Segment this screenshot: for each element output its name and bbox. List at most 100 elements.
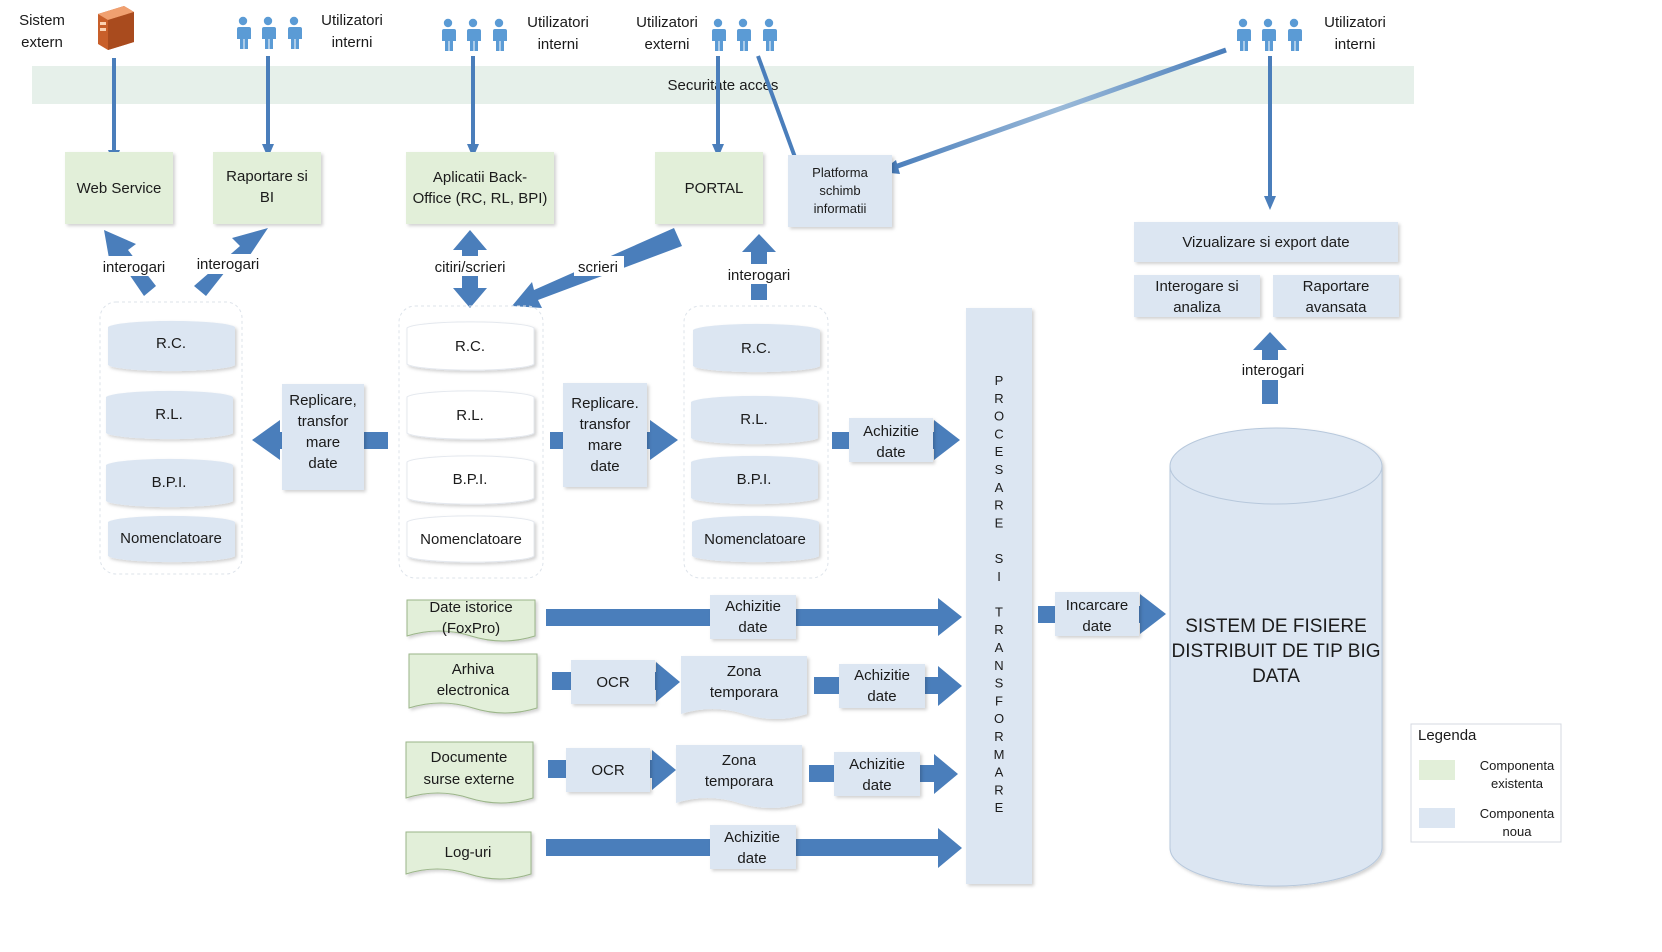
svg-text:Componenta: Componenta [1480, 758, 1555, 773]
svg-text:OCR: OCR [596, 674, 630, 691]
zona-temporara-2: Zona temporara [676, 745, 802, 808]
legend-title: Legenda [1418, 727, 1477, 744]
svg-text:Web Service: Web Service [77, 180, 162, 197]
actor-utilizatori-externi: Utilizatori externi [636, 14, 777, 53]
svg-text:existenta: existenta [1491, 776, 1544, 791]
svg-text:date: date [590, 458, 619, 475]
achizitie-3: Achizitie date [814, 664, 962, 708]
db-group-middle: R.C. R.L. B.P.I. Nomenclatoare [398, 305, 544, 579]
actor-sistem-extern: Sistem extern [19, 6, 134, 51]
db-bpi: B.P.I. [106, 458, 233, 508]
svg-text:mare: mare [588, 437, 622, 454]
actor-utilizatori-interni-3: Utilizatori interni [1237, 14, 1386, 53]
users-icon [1237, 18, 1302, 51]
processing-letter: A [995, 765, 1004, 780]
svg-text:Raportare: Raportare [1303, 278, 1370, 295]
svg-text:Utilizatori: Utilizatori [1324, 14, 1386, 31]
svg-text:date: date [867, 688, 896, 705]
db-rl: R.L. [406, 390, 535, 440]
db-nomenclatoare: Nomenclatoare [406, 515, 535, 563]
ocr-2: OCR [548, 748, 676, 792]
svg-text:date: date [737, 850, 766, 867]
interogari-label: interogari [728, 267, 791, 284]
processing-letter: T [995, 604, 1003, 619]
db-rl: R.L. [106, 390, 233, 440]
processing-letter: R [994, 782, 1003, 797]
processing-letter: E [995, 515, 1004, 530]
svg-text:avansata: avansata [1306, 299, 1368, 316]
achizitie-1: Achizitie date [832, 418, 960, 462]
db-bpi: B.P.I. [691, 455, 818, 505]
svg-text:Sistem: Sistem [19, 12, 65, 29]
svg-text:Platforma: Platforma [812, 165, 868, 180]
processing-letter: R [994, 391, 1003, 406]
interogare-analiza-box: Interogare si analiza [1134, 275, 1260, 317]
block-arrows-top [104, 228, 1287, 404]
processing-letter: A [995, 640, 1004, 655]
processing-letter: E [995, 444, 1004, 459]
processing-letter: P [995, 373, 1004, 388]
raportare-bi-box: Raportare si BI [213, 152, 321, 224]
processing-letter: R [994, 729, 1003, 744]
svg-text:temporara: temporara [710, 684, 779, 701]
svg-text:Achizitie: Achizitie [724, 829, 780, 846]
svg-text:Interogare si: Interogare si [1155, 278, 1238, 295]
svg-text:OCR: OCR [591, 762, 625, 779]
svg-text:Documente: Documente [431, 749, 508, 766]
processing-letter: E [995, 800, 1004, 815]
svg-text:Aplicatii Back-: Aplicatii Back- [433, 169, 527, 186]
svg-text:interni: interni [332, 34, 373, 51]
svg-text:Zona: Zona [727, 663, 762, 680]
actor-utilizatori-interni-1: Utilizatori interni [237, 12, 383, 51]
processing-letter: S [995, 551, 1004, 566]
processing-letter: R [994, 622, 1003, 637]
svg-text:Nomenclatoare: Nomenclatoare [120, 530, 222, 547]
svg-text:Utilizatori: Utilizatori [321, 12, 383, 29]
svg-text:B.P.I.: B.P.I. [453, 471, 488, 488]
svg-text:Vizualizare si export date: Vizualizare si export date [1182, 234, 1349, 251]
svg-text:Incarcare: Incarcare [1066, 597, 1129, 614]
db-bpi: B.P.I. [406, 455, 535, 505]
users-icon [712, 18, 777, 51]
svg-text:(FoxPro): (FoxPro) [442, 620, 500, 637]
svg-text:date: date [862, 777, 891, 794]
db-rc: R.C. [406, 321, 535, 371]
interogari-label: interogari [1242, 362, 1305, 379]
replicare-right: Replicare. transfor mare date [550, 383, 678, 487]
svg-text:Nomenclatoare: Nomenclatoare [704, 531, 806, 548]
svg-text:B.P.I.: B.P.I. [152, 474, 187, 491]
users-icon [442, 18, 507, 51]
svg-text:PORTAL: PORTAL [685, 180, 744, 197]
svg-text:informatii: informatii [814, 201, 867, 216]
svg-text:noua: noua [1503, 824, 1533, 839]
svg-text:R.C.: R.C. [156, 335, 186, 352]
svg-text:electronica: electronica [437, 682, 510, 699]
svg-text:R.L.: R.L. [155, 406, 183, 423]
svg-text:Utilizatori: Utilizatori [636, 14, 698, 31]
security-bar: Securitate acces [32, 66, 1414, 104]
svg-text:Replicare,: Replicare, [289, 392, 357, 409]
svg-text:B.P.I.: B.P.I. [737, 471, 772, 488]
svg-text:BI: BI [260, 189, 274, 206]
db-rc: R.C. [108, 320, 235, 372]
svg-text:date: date [738, 619, 767, 636]
svg-text:Log-uri: Log-uri [445, 844, 492, 861]
svg-text:Arhiva: Arhiva [452, 661, 495, 678]
replicare-left: Replicare, transfor mare date [252, 384, 388, 490]
svg-text:transfor: transfor [298, 413, 349, 430]
svg-text:Utilizatori: Utilizatori [527, 14, 589, 31]
processing-letter: S [995, 676, 1004, 691]
svg-text:R.L.: R.L. [740, 411, 768, 428]
svg-text:Replicare.: Replicare. [571, 395, 639, 412]
svg-text:temporara: temporara [705, 773, 774, 790]
svg-text:R.C.: R.C. [741, 340, 771, 357]
svg-text:Raportare si: Raportare si [226, 168, 308, 185]
interogari-label: interogari [197, 256, 260, 273]
db-group-right: R.C. R.L. B.P.I. Nomenclatoare [683, 305, 829, 579]
source-date-istorice: Date istorice (FoxPro) [406, 599, 536, 642]
legend-swatch-new [1419, 808, 1455, 828]
processing-letter: A [995, 480, 1004, 495]
svg-text:Achizitie: Achizitie [854, 667, 910, 684]
